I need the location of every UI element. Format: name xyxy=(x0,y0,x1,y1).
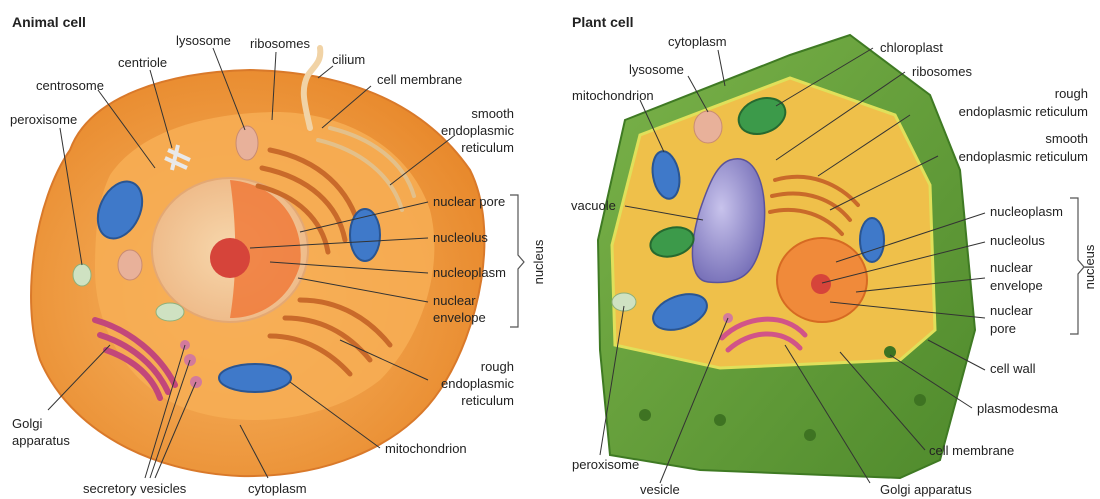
label-nuclear-pore: nuclear pore xyxy=(433,194,505,209)
animal-cell: Animal cell xyxy=(10,14,546,496)
animal-cell-title: Animal cell xyxy=(12,14,86,30)
plant-label-peroxisome: peroxisome xyxy=(572,457,639,472)
plant-nucleus-label: nucleus xyxy=(1082,244,1097,289)
label-cytoplasm: cytoplasm xyxy=(248,481,307,496)
label-rough-er-1: rough xyxy=(481,359,514,374)
plant-cell-title: Plant cell xyxy=(572,14,633,30)
label-smooth-er-3: reticulum xyxy=(461,140,514,155)
plant-label-nucleolus: nucleolus xyxy=(990,233,1045,248)
label-golgi-1: Golgi xyxy=(12,416,42,431)
label-mitochondrion: mitochondrion xyxy=(385,441,467,456)
label-cell-membrane: cell membrane xyxy=(377,72,462,87)
label-lysosome: lysosome xyxy=(176,33,231,48)
label-secretory-vesicles: secretory vesicles xyxy=(83,481,187,496)
plant-label-smooth-er-2: endoplasmic reticulum xyxy=(959,149,1088,164)
plant-label-nucleoplasm: nucleoplasm xyxy=(990,204,1063,219)
plant-label-chloroplast: chloroplast xyxy=(880,40,943,55)
label-nuclear-envelope-1: nuclear xyxy=(433,293,476,308)
plant-mitochondrion-3 xyxy=(860,218,884,262)
plant-label-smooth-er-1: smooth xyxy=(1045,131,1088,146)
label-centriole: centriole xyxy=(118,55,167,70)
animal-peroxisome-2 xyxy=(156,303,184,321)
plant-nucleolus xyxy=(811,274,831,294)
label-smooth-er-2: endoplasmic xyxy=(441,123,514,138)
label-nucleolus: nucleolus xyxy=(433,230,488,245)
label-rough-er-2: endoplasmic xyxy=(441,376,514,391)
plant-label-nuclear-envelope-1: nuclear xyxy=(990,260,1033,275)
plant-lysosome xyxy=(694,111,722,143)
plant-label-plasmodesma: plasmodesma xyxy=(977,401,1059,416)
animal-lysosome-2 xyxy=(118,250,142,280)
plant-label-nuclear-envelope-2: envelope xyxy=(990,278,1043,293)
plant-label-nuclear-pore-2: pore xyxy=(990,321,1016,336)
plant-label-rough-er-2: endoplasmic reticulum xyxy=(959,104,1088,119)
label-ribosomes: ribosomes xyxy=(250,36,310,51)
animal-lysosome xyxy=(236,126,258,160)
plant-cell: Plant cell xyxy=(571,14,1097,497)
label-nuclear-envelope-2: envelope xyxy=(433,310,486,325)
plant-label-rough-er-1: rough xyxy=(1055,86,1088,101)
plant-label-nuclear-pore-1: nuclear xyxy=(990,303,1033,318)
animal-nucleolus xyxy=(210,238,250,278)
animal-mitochondrion-3 xyxy=(219,364,291,392)
animal-nucleus-label: nucleus xyxy=(531,239,546,284)
plant-label-cell-membrane: cell membrane xyxy=(929,443,1014,458)
label-cilium: cilium xyxy=(332,52,365,67)
plant-label-mitochondrion: mitochondrion xyxy=(572,88,654,103)
plant-label-vacuole: vacuole xyxy=(571,198,616,213)
label-rough-er-3: reticulum xyxy=(461,393,514,408)
plant-label-lysosome: lysosome xyxy=(629,62,684,77)
plant-label-cytoplasm: cytoplasm xyxy=(668,34,727,49)
label-nucleoplasm: nucleoplasm xyxy=(433,265,506,280)
label-smooth-er-1: smooth xyxy=(471,106,514,121)
label-peroxisome: peroxisome xyxy=(10,112,77,127)
animal-peroxisome xyxy=(73,264,91,286)
plant-label-golgi: Golgi apparatus xyxy=(880,482,972,497)
plant-label-ribosomes: ribosomes xyxy=(912,64,972,79)
label-golgi-2: apparatus xyxy=(12,433,70,448)
animal-nucleus-brace xyxy=(510,195,524,327)
plant-label-vesicle: vesicle xyxy=(640,482,680,497)
label-centrosome: centrosome xyxy=(36,78,104,93)
plant-label-cell-wall: cell wall xyxy=(990,361,1036,376)
